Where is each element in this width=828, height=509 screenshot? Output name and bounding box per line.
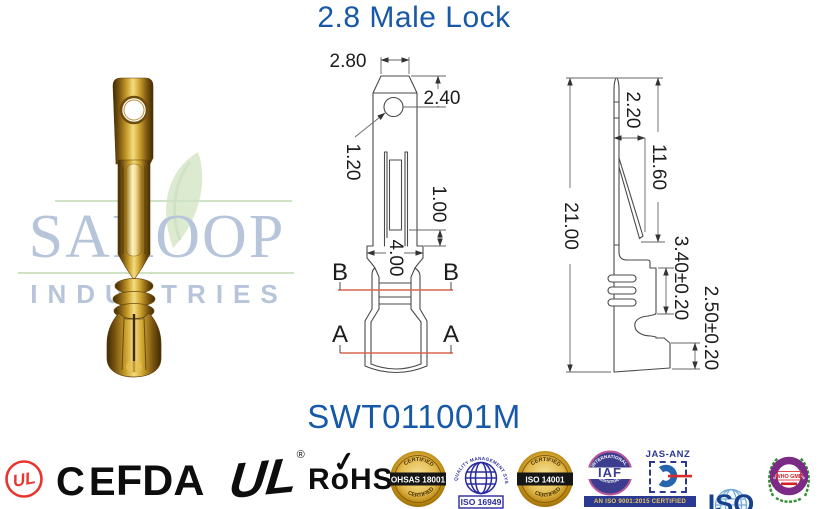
section-label-b-left: B bbox=[332, 259, 348, 286]
ul-black-text: UL bbox=[226, 446, 301, 509]
whogmp-text: WHO GMP bbox=[776, 474, 803, 480]
fda-text: FDA bbox=[116, 457, 205, 505]
registered-mark: ® bbox=[296, 449, 305, 461]
cert-ul-listed-logo: UL® bbox=[226, 447, 305, 509]
rohs-check-icon: ✓ bbox=[330, 445, 359, 479]
jasanz-box bbox=[649, 461, 692, 493]
dim-lance-length: 11.60 bbox=[648, 144, 669, 190]
side-outline bbox=[607, 77, 671, 373]
side-dimension-lines bbox=[566, 77, 700, 373]
iso16949-text: ISO 16949 bbox=[461, 497, 502, 507]
svg-text:CERTIFIED: CERTIFIED bbox=[403, 457, 434, 468]
mask bbox=[386, 238, 404, 278]
page-title: 2.8 Male Lock bbox=[317, 1, 511, 34]
iso13485-text: ISO bbox=[707, 489, 755, 509]
cert-fda-logo: FDA bbox=[116, 457, 204, 506]
front-outline bbox=[364, 75, 428, 373]
watermark-rule-bottom bbox=[18, 272, 294, 274]
terminal-wings bbox=[106, 312, 162, 378]
mask bbox=[649, 133, 667, 201]
locking-lance bbox=[618, 157, 644, 240]
front-hole bbox=[383, 96, 404, 118]
watermark-name: SAROOP bbox=[28, 203, 286, 271]
iaf-text: IAF bbox=[598, 465, 622, 480]
terminal-shaft bbox=[117, 159, 151, 314]
cert-iso16949-logo: QUALITY MANAGEMENT SYSTEM ISO 16949 bbox=[452, 448, 509, 509]
cert-iso14001-badge: CERTIFIED CERTIFIED ISO 14001 bbox=[517, 451, 573, 507]
dim-blade-width: 2.80 bbox=[330, 51, 367, 72]
iso14001-arc-top: CERTIFIED bbox=[530, 457, 561, 468]
front-view-drawing: 2.80 2.40 1.20 1.00 4.00 B B A A bbox=[330, 51, 461, 373]
cert-ohsas-badge: CERTIFIED CERTIFIED OHSAS 18001 bbox=[390, 451, 446, 507]
ul-red-text: UL bbox=[11, 468, 37, 491]
dim-overall-length: 21.00 bbox=[560, 202, 581, 250]
cert-rohs-logo: RoHS ✓ bbox=[308, 446, 828, 497]
cert-ce-logo: CE bbox=[56, 460, 120, 505]
watermark-subtitle: INDUSTRIES bbox=[30, 279, 288, 309]
terminal-crimp-ribs bbox=[112, 278, 156, 319]
mask bbox=[423, 89, 461, 106]
dim-step: 1.00 bbox=[428, 186, 449, 223]
part-number: SWT011001M bbox=[307, 398, 521, 435]
front-dimension-lines bbox=[354, 57, 446, 256]
svg-text:CERTIFIED: CERTIFIED bbox=[530, 457, 561, 468]
side-view-drawing: 2.20 11.60 21.00 3.40±0.20 2.50±0.20 bbox=[560, 77, 721, 373]
section-label-a-left: A bbox=[332, 321, 348, 348]
section-label-b-right: B bbox=[443, 259, 459, 286]
watermark-rule-top bbox=[55, 200, 292, 202]
globe-icon bbox=[464, 461, 498, 495]
cert-iso13485-logo: ISO 13485:2016 bbox=[702, 487, 760, 509]
jasanz-c-icon bbox=[654, 464, 692, 488]
cert-iaf-logo: INTERNATIONAL ACCREDITATION FORUM IAF bbox=[585, 450, 635, 496]
dim-barrel-height: 2.50±0.20 bbox=[700, 286, 721, 370]
section-ticks bbox=[339, 282, 452, 353]
wreath-icon bbox=[768, 457, 810, 503]
section-label-a-right: A bbox=[443, 321, 459, 348]
globe-icon bbox=[714, 488, 748, 509]
cert-iaf-jasanz-group: INTERNATIONAL ACCREDITATION FORUM IAF JA… bbox=[584, 449, 698, 507]
dim-hole-diameter: 1.20 bbox=[342, 144, 363, 181]
cert-jasanz-logo: JAS-ANZ bbox=[640, 449, 696, 493]
terminal-photo bbox=[106, 77, 162, 378]
rohs-text: RoHS bbox=[308, 463, 394, 496]
certification-bar: UL CE FDA UL® RoHS ✓ CE bbox=[0, 446, 828, 509]
ce-text: CE bbox=[56, 460, 120, 504]
terminal-hole bbox=[119, 95, 149, 125]
ohsas-band-text: OHSAS 18001 bbox=[391, 476, 446, 485]
iso9001-banner: AN ISO 9001:2015 CERTIFIED COMPANY bbox=[584, 496, 696, 507]
terminal-tab bbox=[112, 77, 154, 165]
dim-flange-width: 4.00 bbox=[385, 240, 406, 277]
cert-whogmp-logo: GOOD MANUFACTURING PRACTICES QUALITY PRO… bbox=[764, 449, 810, 503]
dim-tip-offset: 2.20 bbox=[622, 92, 643, 129]
product-photo: SAROOP INDUSTRIES bbox=[0, 40, 300, 400]
dim-hole-offset: 2.40 bbox=[424, 88, 461, 109]
ohsas-arc-top: CERTIFIED bbox=[403, 457, 434, 468]
iso14001-band-text: ISO 14001 bbox=[525, 476, 565, 485]
mask bbox=[560, 188, 579, 264]
jasanz-text: JAS-ANZ bbox=[645, 449, 691, 460]
dim-crimp-step: 3.40±0.20 bbox=[670, 236, 691, 320]
section-lines bbox=[338, 289, 453, 354]
cert-ul-red-logo: UL bbox=[5, 460, 43, 498]
